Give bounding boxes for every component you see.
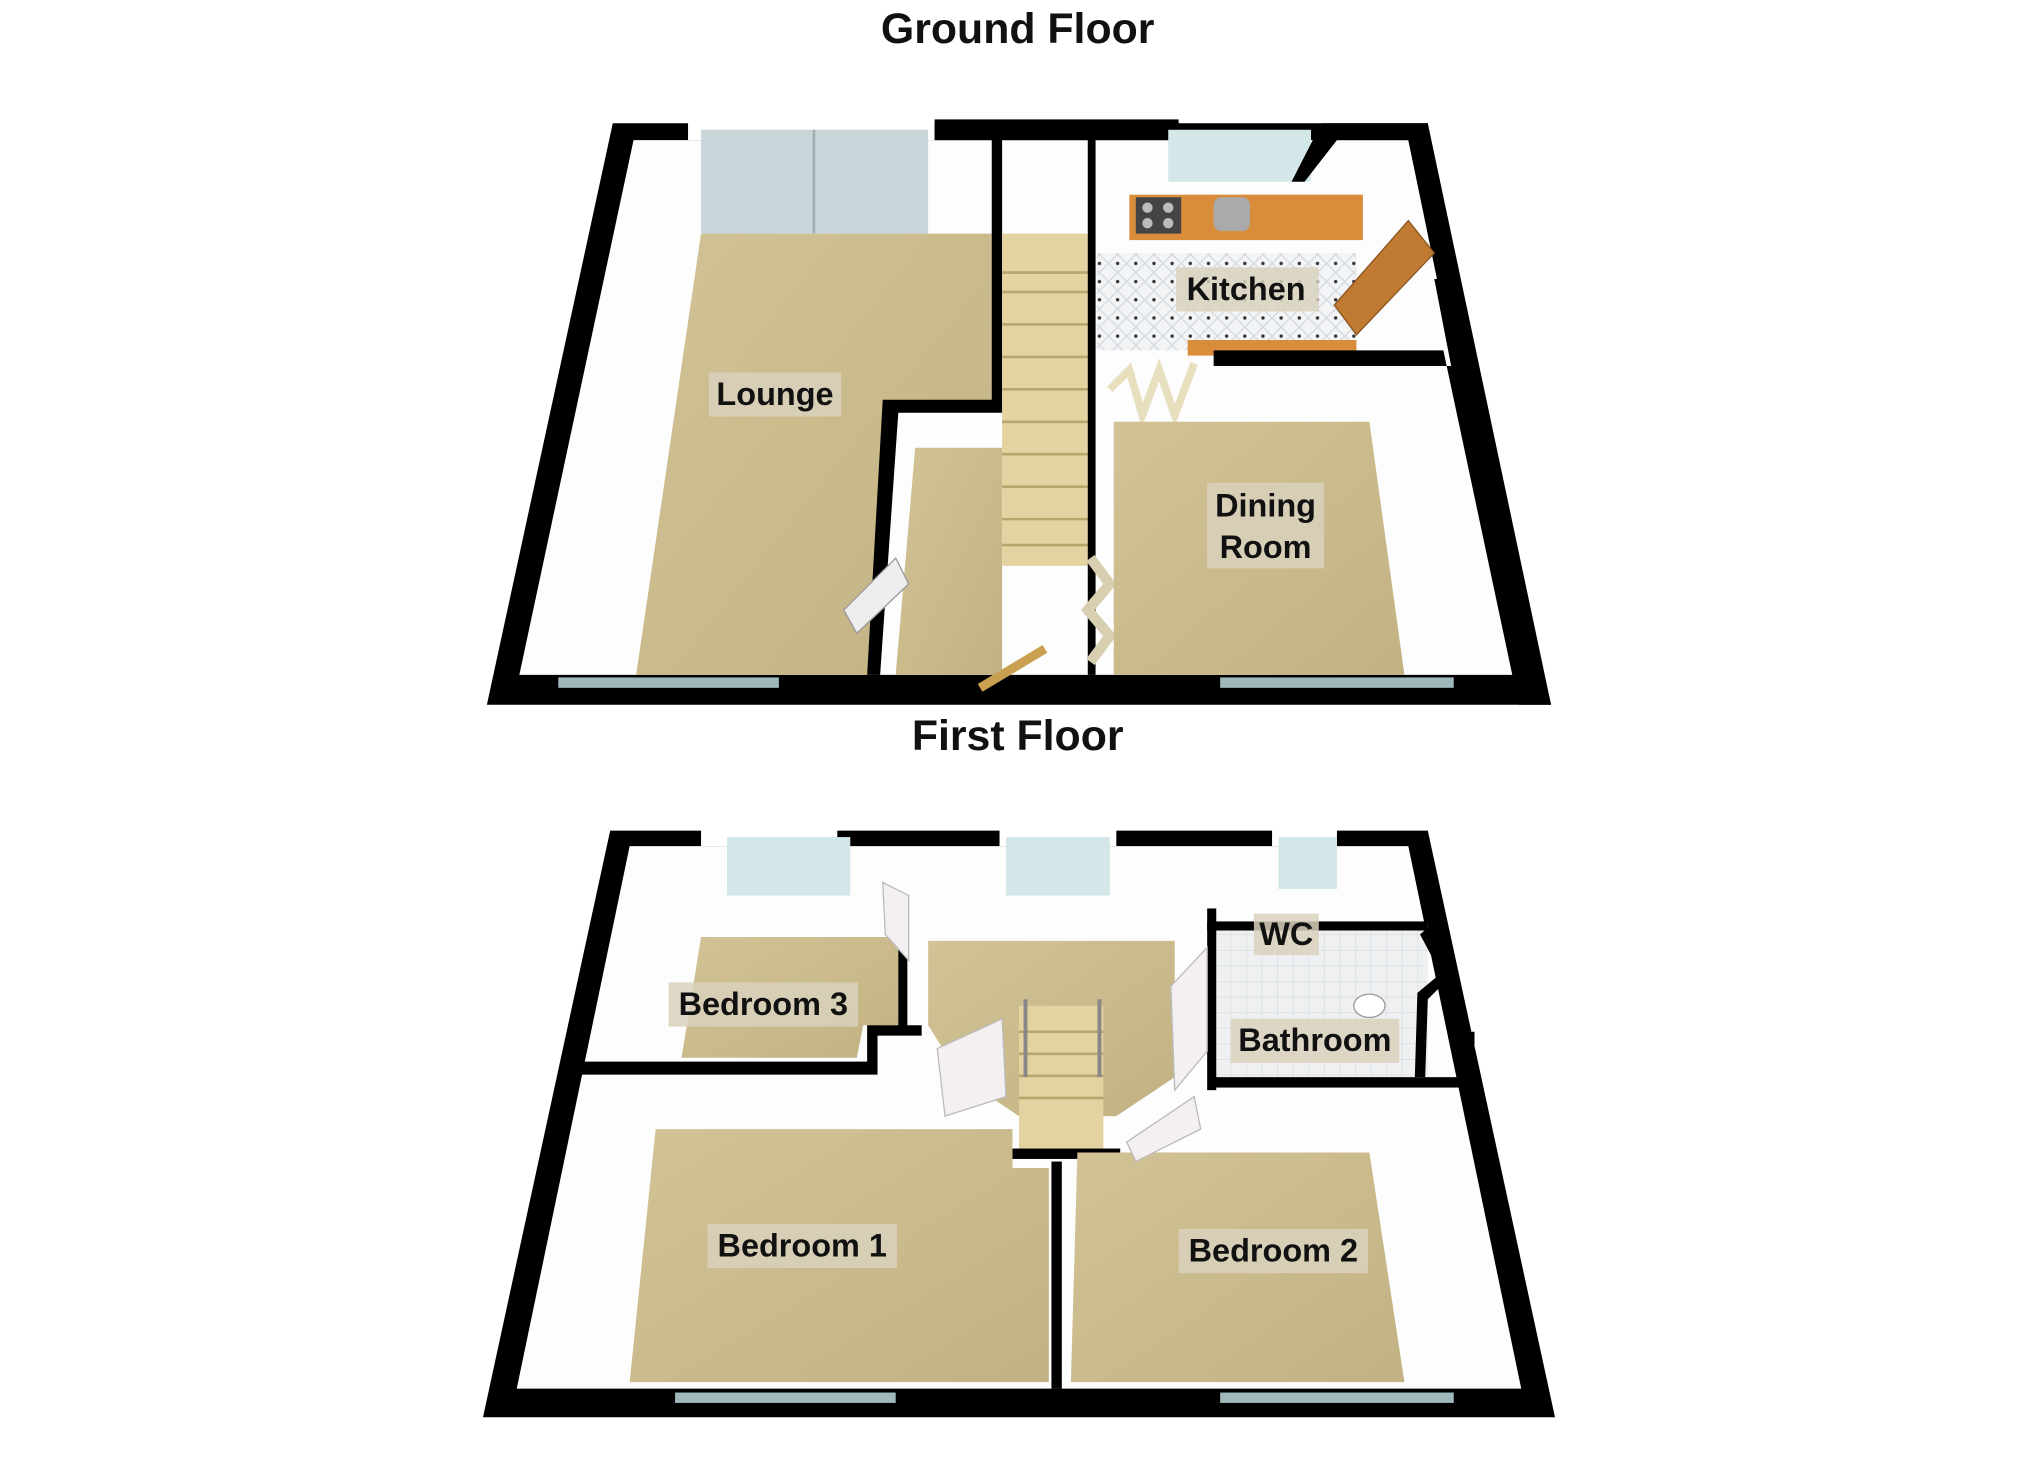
room-label-bedroom1: Bedroom 1 [718,1227,887,1263]
front-door [977,645,1048,692]
basin-icon [1353,993,1386,1019]
sink-icon [1213,197,1250,232]
ground-floor-plan: Lounge Kitchen Dining Room [486,119,1552,705]
landing-window [1006,837,1110,896]
hob-icon [1135,197,1182,234]
wc-window [1278,837,1337,889]
first-floor-plan: Bedroom 3 WC Bathroom Bedroom 1 Bedroom … [482,825,1555,1418]
lounge-floor [636,233,992,675]
kitchen-bifold-door [1107,358,1198,428]
room-label-bathroom: Bathroom [1238,1022,1391,1058]
kitchen-window [1168,129,1311,182]
first-floor-title: First Floor [912,712,1124,760]
hall-wall [867,399,1003,675]
room-label-dining-1: Dining [1215,488,1316,524]
room-label-lounge: Lounge [716,376,833,412]
bedroom2-door [1125,1095,1202,1163]
kitchen-back-door [1333,219,1436,336]
room-label-bedroom3: Bedroom 3 [679,986,848,1022]
bedroom1-door [936,1017,1007,1117]
hall-floor [895,447,1003,675]
room-label-wc: WC [1259,916,1313,952]
bedroom3-window [726,837,851,896]
ground-staircase [1002,233,1088,566]
room-label-dining-2: Room [1220,529,1312,565]
room-label-kitchen: Kitchen [1187,271,1306,307]
bedroom3-door [882,881,910,963]
first-staircase [1009,999,1121,1159]
bathroom-door [1170,945,1208,1092]
room-label-bedroom2: Bedroom 2 [1189,1232,1358,1268]
hall-bifold-door [1080,554,1117,665]
hall-radiator [842,556,910,635]
ground-floor-title: Ground Floor [881,5,1155,53]
